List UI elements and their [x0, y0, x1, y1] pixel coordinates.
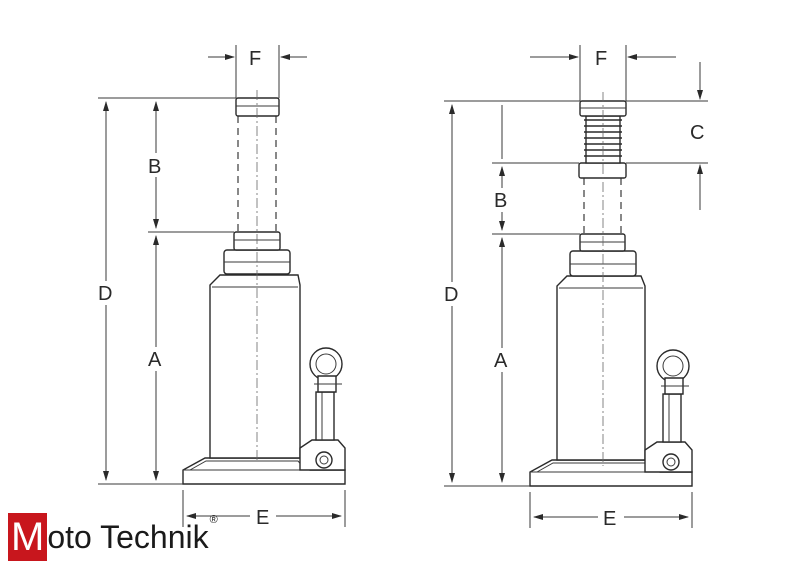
right-label-c: C	[690, 122, 704, 144]
left-label-a: A	[148, 349, 162, 371]
right-label-f: F	[595, 48, 607, 70]
right-label-b: B	[494, 190, 507, 212]
right-label-a: A	[494, 350, 508, 372]
logo-letter-box: M	[8, 513, 48, 561]
left-jack	[98, 45, 346, 527]
registered-mark: ®	[209, 514, 218, 526]
left-label-f: F	[249, 48, 261, 70]
right-label-d: D	[444, 284, 458, 306]
left-label-b: B	[148, 156, 161, 178]
logo-text: oto Technik	[47, 519, 209, 555]
left-label-e: E	[256, 507, 269, 529]
mototechnik-logo: M oto Technik ®	[8, 512, 218, 562]
right-label-e: E	[603, 508, 616, 530]
right-jack	[444, 45, 708, 528]
left-label-d: D	[98, 283, 112, 305]
